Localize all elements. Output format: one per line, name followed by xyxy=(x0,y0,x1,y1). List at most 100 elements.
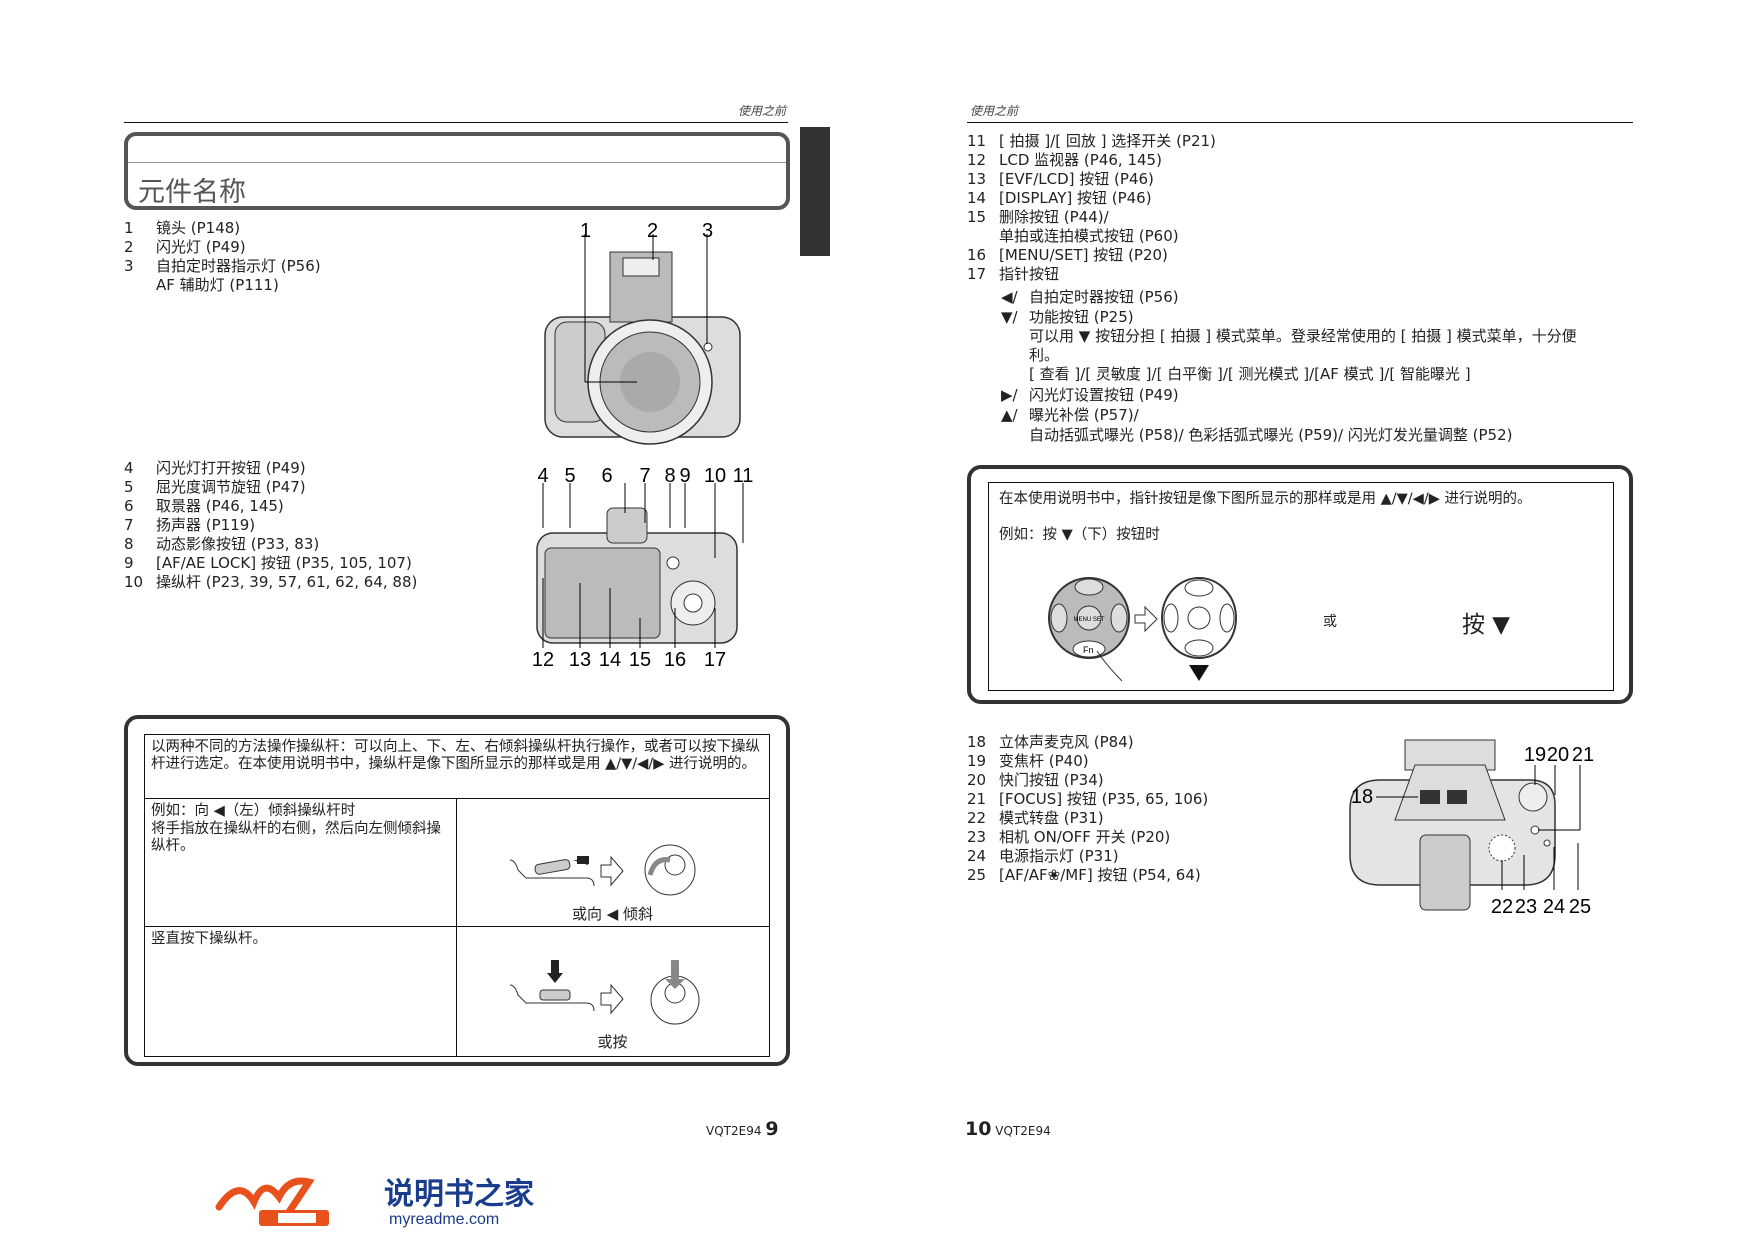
cursor-info-inner: 在本使用说明书中，指针按钮是像下图所显示的那样或是用 ▲/▼/◀/▶ 进行说明的… xyxy=(988,482,1614,691)
row1-example: 例如：向 ◀（左）倾斜操纵杆时 xyxy=(151,803,356,819)
joystick-info-box xyxy=(124,715,790,1066)
item-number: 11 xyxy=(967,132,987,150)
item-text: AF 辅助灯 (P111) xyxy=(156,276,279,294)
cursor-info-box xyxy=(967,465,1633,704)
item-text: 立体声麦克风 (P84) xyxy=(999,733,1134,751)
joystick-table: 以两种不同的方法操作操纵杆：可以向上、下、左、右倾斜操纵杆执行操作，或者可以按下… xyxy=(144,734,770,1057)
item-number: 16 xyxy=(967,246,987,264)
item-text: 相机 ON/OFF 开关 (P20) xyxy=(999,828,1171,846)
item-number: 24 xyxy=(967,847,987,865)
item-number: 21 xyxy=(967,790,987,808)
page-title: 元件名称 xyxy=(138,177,246,208)
item-text: [AF/AE LOCK] 按钮 (P35, 105, 107) xyxy=(156,554,412,572)
item-text: 指针按钮 xyxy=(999,265,1060,283)
callout-label: 6 xyxy=(601,468,612,487)
arrow-symbol: ▲/ xyxy=(1001,406,1018,424)
item-number: 23 xyxy=(967,828,987,846)
callout-label: 11 xyxy=(733,468,754,487)
manual-code: VQT2E94 xyxy=(706,1124,762,1138)
page-header-left: 使用之前 xyxy=(738,104,787,118)
callout-label: 8 xyxy=(664,468,675,487)
item-number: 25 xyxy=(967,866,987,884)
arrow-symbol: ▶/ xyxy=(1001,386,1018,404)
item-number: 20 xyxy=(967,771,987,789)
sub-item-text: 自动括弧式曝光 (P58)/ 色彩括弧式曝光 (P59)/ 闪光灯发光量调整 (… xyxy=(1029,426,1513,444)
press-down-label: 按 ▼ xyxy=(1462,612,1510,638)
section-tab xyxy=(800,127,830,256)
joystick-intro: 以两种不同的方法操作操纵杆：可以向上、下、左、右倾斜操纵杆执行操作，或者可以按下… xyxy=(151,739,760,772)
item-text: 取景器 (P46, 145) xyxy=(156,497,284,515)
item-text: 自拍定时器指示灯 (P56) xyxy=(156,257,321,275)
header-rule xyxy=(967,122,1633,123)
item-text: 操纵杆 (P23, 39, 57, 61, 62, 64, 88) xyxy=(156,573,418,591)
sub-item-text: 自拍定时器按钮 (P56) xyxy=(1029,288,1179,306)
item-text: 闪光灯 (P49) xyxy=(156,238,246,256)
item-text: 闪光灯打开按钮 (P49) xyxy=(156,459,306,477)
arrow-symbol: ◀/ xyxy=(1001,288,1018,306)
item-text: [AF/AF❀/MF] 按钮 (P54, 64) xyxy=(999,866,1201,884)
item-text: LCD 监视器 (P46, 145) xyxy=(999,151,1162,169)
callout-label: 13 xyxy=(569,649,591,671)
menu-set-label: MENU SET xyxy=(1073,617,1104,623)
callout-label: 17 xyxy=(704,649,726,671)
callout-1: 1 xyxy=(580,222,591,242)
row-divider xyxy=(145,926,769,927)
callout-2: 2 xyxy=(647,222,658,242)
item-number: 17 xyxy=(967,265,987,283)
callout-label: 24 xyxy=(1543,896,1565,918)
callout-label: 20 xyxy=(1547,744,1569,766)
row2-instruction: 竖直按下操纵杆。 xyxy=(151,931,267,947)
item-number: 13 xyxy=(967,170,987,188)
item-text: 模式转盘 (P31) xyxy=(999,809,1104,827)
title-box: 元件名称 xyxy=(124,132,790,210)
item-number: 4 xyxy=(124,459,134,477)
title-divider xyxy=(128,162,786,163)
item-text: 变焦杆 (P40) xyxy=(999,752,1089,770)
sub-item-text: [ 查看 ]/[ 灵敏度 ]/[ 白平衡 ]/[ 测光模式 ]/[AF 模式 ]… xyxy=(1029,365,1471,383)
item-text: [FOCUS] 按钮 (P35, 65, 106) xyxy=(999,790,1209,808)
row-divider xyxy=(145,798,769,799)
item-text: 电源指示灯 (P31) xyxy=(999,847,1119,865)
cursor-button-illustration: MENU SET Fn xyxy=(1048,577,1237,682)
item-number: 15 xyxy=(967,208,987,226)
callout-label: 19 xyxy=(1524,744,1546,766)
callout-label: 4 xyxy=(537,468,548,487)
item-text: 屈光度调节旋钮 (P47) xyxy=(156,478,306,496)
cursor-example: 例如：按 ▼（下）按钮时 xyxy=(999,527,1160,543)
arrow-symbol: ▼/ xyxy=(1001,308,1018,326)
column-divider xyxy=(456,798,457,1056)
callout-label: 5 xyxy=(564,468,575,487)
manual-code: VQT2E94 xyxy=(995,1124,1051,1138)
item-text: 快门按钮 (P34) xyxy=(999,771,1104,789)
item-number: 5 xyxy=(124,478,134,496)
item-number: 3 xyxy=(124,257,134,275)
row1-instruction: 将手指放在操纵杆的右侧，然后向左侧倾斜操纵杆。 xyxy=(151,821,441,854)
site-logo: 说明书之家 myreadme.com xyxy=(215,1177,534,1228)
item-text: 动态影像按钮 (P33, 83) xyxy=(156,535,320,553)
callout-label: 25 xyxy=(1569,896,1591,918)
sub-item-text: 功能按钮 (P25) xyxy=(1029,308,1134,326)
item-text: 删除按钮 (P44)/ xyxy=(999,208,1109,226)
or-label: 或 xyxy=(1323,614,1337,630)
sub-item-text: 可以用 ▼ 按钮分担 [ 拍摄 ] 模式菜单。登录经常使用的 [ 拍摄 ] 模式… xyxy=(1029,327,1577,345)
callout-label: 21 xyxy=(1572,744,1594,766)
page-number: 10 xyxy=(965,1118,992,1140)
joystick-press-illustration xyxy=(509,960,700,1025)
callout-label: 15 xyxy=(629,649,651,671)
header-rule xyxy=(124,122,788,123)
page-footer-left: VQT2E94 9 xyxy=(706,1118,779,1140)
item-number: 12 xyxy=(967,151,987,169)
callout-label: 10 xyxy=(704,468,726,487)
item-number: 6 xyxy=(124,497,134,515)
item-text: 镜头 (P148) xyxy=(156,219,241,237)
page-header-right: 使用之前 xyxy=(970,104,1019,118)
item-number: 2 xyxy=(124,238,134,256)
callout-label: 9 xyxy=(679,468,690,487)
sub-item-text: 利。 xyxy=(1029,346,1060,364)
row2-caption: 或按 xyxy=(597,1033,628,1051)
fn-label: Fn xyxy=(1083,645,1094,655)
row1-caption: 或向 ◀ 倾斜 xyxy=(571,905,654,923)
sub-item-text: 曝光补偿 (P57)/ xyxy=(1029,406,1139,424)
